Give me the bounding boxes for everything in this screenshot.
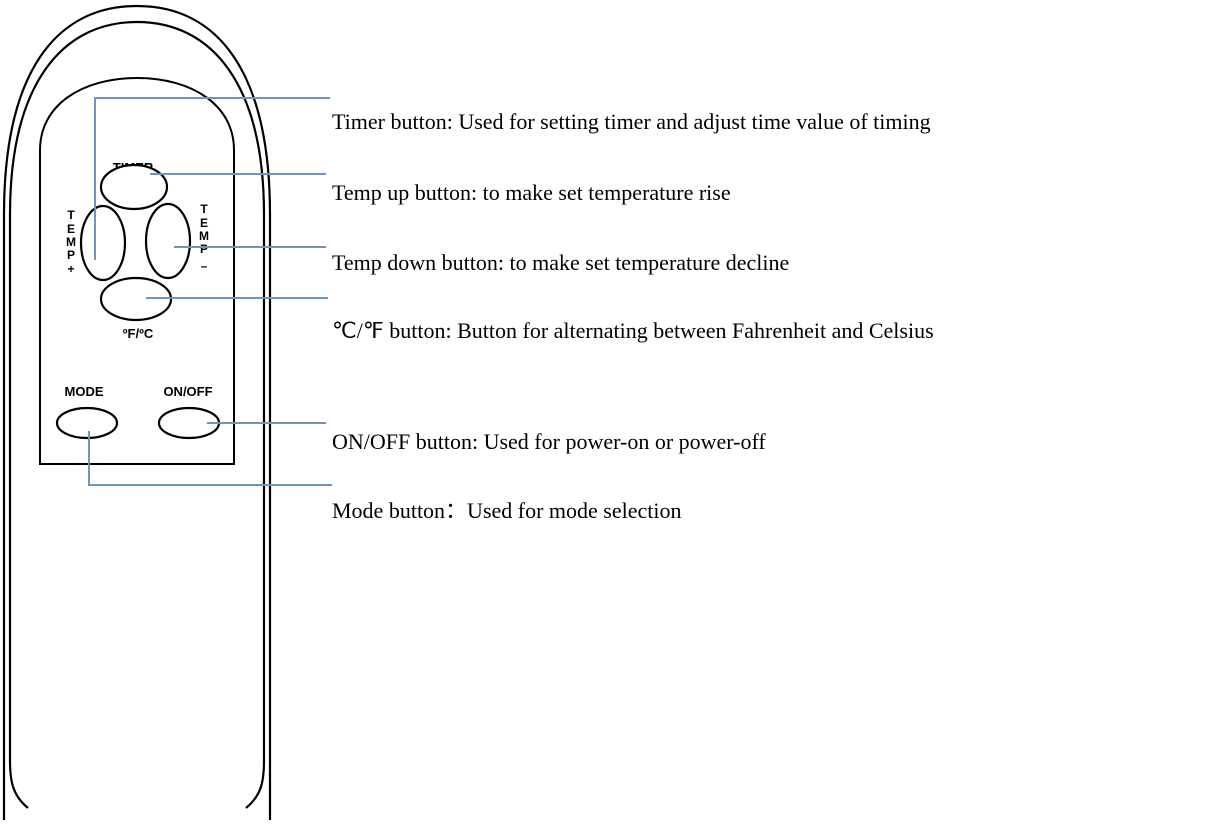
svg-text:M: M [199, 229, 209, 243]
unit-callout: ℃/℉ button: Button for alternating betwe… [332, 318, 934, 343]
timer-button[interactable] [99, 163, 169, 211]
onoff-label: ON/OFF [163, 384, 212, 399]
svg-text:E: E [67, 222, 75, 236]
svg-text:–: – [201, 259, 208, 273]
svg-text:P: P [67, 248, 75, 262]
mode-button[interactable] [55, 406, 119, 440]
timer-callout: Timer button: Used for setting timer and… [332, 109, 931, 134]
onoff-callout: ON/OFF button: Used for power-on or powe… [332, 429, 766, 454]
mode-leader-line [88, 431, 332, 486]
svg-text:T: T [67, 208, 75, 222]
svg-text:M: M [66, 235, 76, 249]
mode-callout: Mode button：Used for mode selection [332, 498, 682, 523]
temp-down-button[interactable] [144, 202, 192, 280]
temp-up-callout: Temp up button: to make set temperature … [332, 180, 731, 205]
temp-down-vertical-label: T E M P – [199, 202, 209, 273]
svg-text:+: + [67, 262, 74, 276]
temp-up-button[interactable] [79, 204, 127, 282]
mode-label: MODE [65, 384, 104, 399]
svg-text:E: E [200, 216, 208, 230]
unit-toggle-label: ºF/ºC [123, 326, 154, 341]
svg-text:T: T [200, 202, 208, 216]
svg-text:P: P [200, 242, 208, 256]
temp-up-vertical-label: T E M P + [66, 208, 76, 276]
timer-leader-line [94, 97, 330, 260]
temp-down-callout: Temp down button: to make set temperatur… [332, 250, 789, 275]
